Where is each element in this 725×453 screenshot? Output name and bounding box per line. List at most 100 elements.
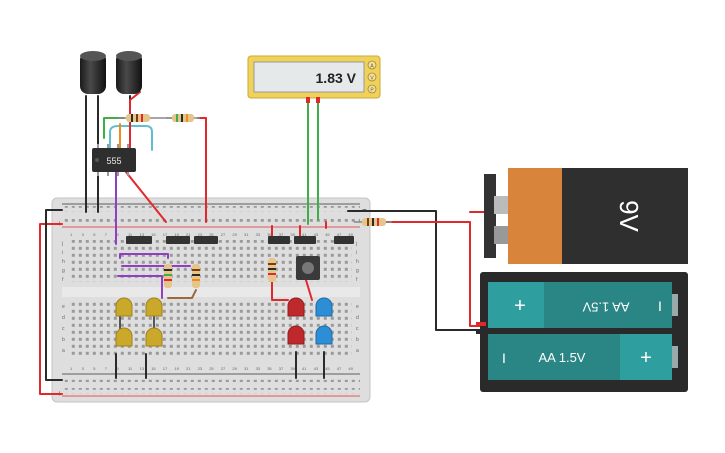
wire-purple-1[interactable] [119, 253, 169, 259]
resistor-band [192, 274, 200, 276]
ic-notch [95, 158, 99, 162]
column-number: 25 [209, 232, 214, 237]
switch-1[interactable] [126, 236, 152, 244]
led-body [145, 327, 163, 347]
resistor-band [268, 263, 276, 265]
column-number: 21 [186, 232, 191, 237]
multimeter-display [253, 61, 365, 93]
switch-3[interactable] [194, 236, 218, 244]
switch-5[interactable] [294, 236, 316, 244]
led-red-2[interactable] [287, 325, 305, 345]
battery-cell-top-tip [672, 294, 678, 316]
resistor-top-2[interactable] [166, 114, 200, 122]
slide-switches[interactable] [126, 236, 354, 244]
switch-2[interactable] [166, 236, 190, 244]
led-body [315, 325, 333, 345]
terminal-a[interactable] [367, 60, 377, 70]
wire-red-cap[interactable] [129, 91, 141, 149]
battery-pack[interactable]: + AA 1.5V I I AA 1.5V + [476, 272, 688, 392]
resistor-band [186, 114, 188, 122]
wire-black-to-battery[interactable] [347, 210, 487, 331]
row-letter: a [62, 348, 65, 354]
led-body [145, 297, 163, 317]
resistor-band [176, 114, 178, 122]
column-number: 37 [279, 232, 284, 237]
terminal-strip-lower[interactable] [68, 302, 352, 356]
row-letter: d [356, 315, 359, 321]
wire-teal[interactable] [109, 125, 153, 151]
pack-terminal-plus [476, 322, 486, 326]
row-letter: e [356, 304, 359, 310]
column-number: 35 [267, 232, 272, 237]
top-rail-minus[interactable] [62, 206, 360, 212]
wire-red-button[interactable] [305, 279, 313, 301]
column-number: 19 [174, 232, 179, 237]
column-number: 33 [256, 366, 261, 371]
wire-black-left-rail[interactable] [45, 209, 63, 381]
led-yellow-2[interactable] [145, 297, 163, 317]
pack-terminal-minus [476, 330, 486, 334]
resistor-band [372, 218, 374, 226]
resistor-board-1[interactable] [164, 264, 172, 288]
column-number: 13 [140, 232, 145, 237]
cell-top-minus: I [658, 298, 662, 314]
resistor-board-2[interactable] [192, 264, 200, 288]
wire-red-resistor-rail[interactable] [197, 117, 207, 223]
wires[interactable] [39, 91, 487, 395]
battery-9v[interactable]: 9V [484, 168, 688, 264]
wire-green-555[interactable] [103, 117, 125, 139]
column-number: 7 [105, 232, 108, 237]
column-number: 45 [325, 232, 330, 237]
resistor-band [268, 273, 276, 275]
ic-555[interactable]: 555 [92, 144, 136, 176]
row-letter: f [356, 277, 358, 283]
column-number: 31 [244, 366, 249, 371]
led-red-1[interactable] [287, 297, 305, 317]
breadboard[interactable]: − + − + − + 1357911131517192123252729313… [51, 197, 371, 403]
resistor-right-rail[interactable] [354, 218, 392, 226]
top-rail-plus[interactable] [62, 219, 360, 225]
column-number: 41 [302, 366, 307, 371]
resistor-band [181, 114, 183, 122]
column-number: 17 [163, 232, 168, 237]
battery-cell-bottom-end [620, 334, 672, 380]
column-number: 3 [82, 232, 85, 237]
cell-bottom-minus: I [502, 350, 506, 366]
wire-red-left-rail[interactable] [39, 223, 63, 395]
led-yellow-3[interactable] [115, 327, 133, 347]
terminal-p-label: P [370, 88, 374, 94]
switch-6[interactable] [334, 236, 354, 244]
capacitor-right[interactable] [116, 51, 142, 94]
row-letter: j [355, 241, 357, 247]
led-body [315, 297, 333, 317]
column-number: 5 [93, 232, 96, 237]
wire-red-555-rail[interactable] [125, 171, 167, 223]
column-number: 47 [337, 232, 342, 237]
bottom-rail-minus[interactable] [62, 376, 360, 382]
resistor-board-3[interactable] [268, 258, 276, 282]
bottom-rail-plus[interactable] [62, 388, 360, 394]
column-number: 23 [198, 366, 203, 371]
capacitor-left[interactable] [80, 51, 106, 94]
terminal-p[interactable] [367, 84, 377, 94]
column-number: 1 [70, 366, 73, 371]
led-yellow-1[interactable] [115, 297, 133, 317]
wire-brown[interactable] [167, 289, 197, 299]
wire-red-led[interactable] [271, 279, 289, 301]
column-number: 29 [232, 232, 237, 237]
capacitor-top [116, 51, 142, 61]
led-body [115, 297, 133, 317]
push-button[interactable] [296, 256, 320, 280]
resistor-top-1[interactable] [118, 114, 172, 122]
led-yellow-4[interactable] [145, 327, 163, 347]
led-blue-1[interactable] [315, 297, 333, 317]
multimeter[interactable]: 1.83 V A V P [247, 55, 381, 103]
column-number: 49 [348, 366, 353, 371]
terminal-v[interactable] [367, 72, 377, 82]
switch-4[interactable] [268, 236, 290, 244]
wire-purple-3[interactable] [117, 275, 163, 299]
led-blue-2[interactable] [315, 325, 333, 345]
row-letter: g [356, 268, 359, 274]
